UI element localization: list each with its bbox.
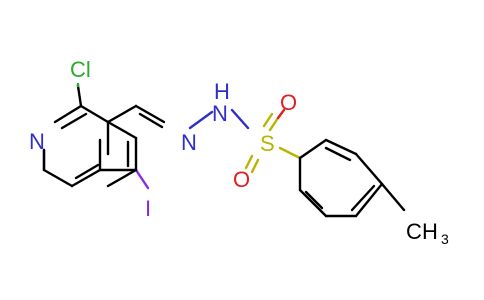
bond-c4-i <box>134 168 150 190</box>
bond-s-o-top-red <box>276 108 286 120</box>
bond-ar6 <box>298 188 328 218</box>
bond-c3-ch <box>106 104 138 124</box>
bond-c2-cl <box>76 84 83 108</box>
bond-ar3 <box>354 152 384 186</box>
bond-ar1 <box>298 138 328 160</box>
atom-methyl-c: C <box>406 219 422 244</box>
bond-ar2 <box>324 138 358 156</box>
bond-nh-s <box>230 108 250 130</box>
bond-s-aryl <box>278 146 302 160</box>
atom-o-top: O <box>280 90 297 115</box>
atom-methyl-h: H <box>422 219 438 244</box>
atom-cl: Cl <box>70 57 91 82</box>
bond-ar6-double <box>304 190 324 210</box>
bond-s-o-bottom2 <box>250 158 260 174</box>
bond-c6-c5 <box>42 168 74 188</box>
atom-nh-h: H <box>214 79 230 104</box>
bond-ar2-double <box>324 146 352 162</box>
bond-c2-n1 <box>53 104 83 124</box>
bond-methyl <box>380 182 406 212</box>
bond-s-o-bottom <box>244 154 254 170</box>
bond-c3-c4 <box>106 120 138 140</box>
bond-c5-c4-double <box>74 163 100 180</box>
atom-n-ring: N <box>29 129 45 154</box>
bond-ch-n <box>134 104 166 124</box>
bond-s-o-top2 <box>262 112 274 128</box>
bond-c3-c2 <box>79 104 110 124</box>
bond-n-nh <box>188 110 214 130</box>
atom-iodine: I <box>145 196 151 221</box>
bond-c5-c6 <box>106 168 138 188</box>
atom-sulfur: S <box>260 131 275 156</box>
atom-nh-n: N <box>212 101 228 126</box>
atom-methyl-sub: 3 <box>441 231 449 247</box>
bond-ch-n-double <box>138 112 164 129</box>
bond-ar4-double <box>350 184 376 212</box>
bond-ar4 <box>354 182 384 218</box>
atom-o-bottom: O <box>233 167 250 192</box>
bond-c5-c4 <box>70 168 102 188</box>
bond-s-o-top <box>268 116 280 132</box>
bond-c2-n1-double <box>60 112 88 130</box>
atom-n-imine: N <box>181 130 197 155</box>
